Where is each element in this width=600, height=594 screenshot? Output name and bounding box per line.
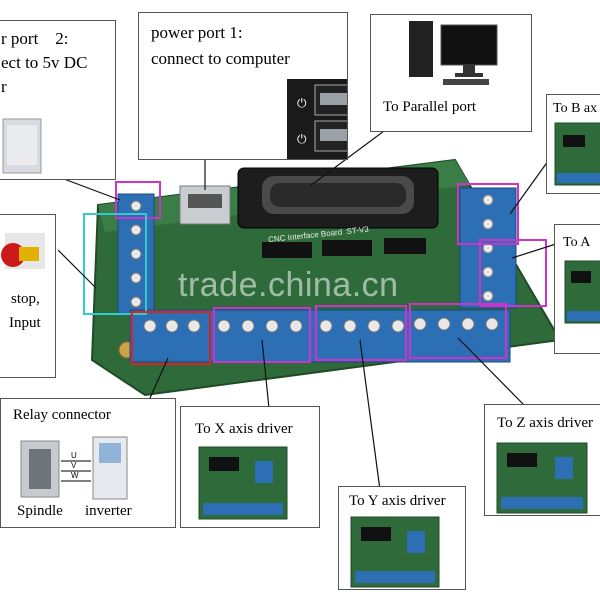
- relay-w: W: [71, 471, 79, 480]
- inverter-label: inverter: [85, 503, 132, 519]
- driver-board-x: [198, 446, 288, 520]
- b-axis-label: To B ax: [553, 101, 598, 116]
- power1-line1: power port 1:: [151, 23, 243, 42]
- highlight-power2: [115, 181, 161, 219]
- power2-line1: r port 2:: [1, 29, 69, 48]
- callout-relay: Relay connector U V W Spindle inverter: [0, 398, 176, 528]
- highlight-estop: [83, 213, 147, 315]
- watermark: trade.china.cn: [178, 266, 399, 304]
- usb-ports-image: ⏻ ⏻: [287, 79, 347, 159]
- terminal-row-front: [129, 309, 511, 363]
- callout-b-axis: To B ax: [546, 94, 600, 194]
- highlight-z: [409, 303, 507, 359]
- highlight-a-axis: [479, 239, 547, 307]
- callout-z-axis: To Z axis driver: [484, 404, 600, 516]
- y-axis-label: To Y axis driver: [349, 493, 446, 509]
- relay-title: Relay connector: [13, 407, 111, 423]
- callout-y-axis: To Y axis driver: [338, 486, 466, 590]
- z-axis-label: To Z axis driver: [497, 415, 594, 431]
- driver-board-z: [496, 442, 588, 514]
- driver-board-b: [554, 122, 600, 186]
- callout-power-port-1: power port 1: connect to computer ⏻ ⏻: [138, 12, 348, 160]
- parallel-port-label: To Parallel port: [383, 99, 477, 115]
- callout-a-axis: To A: [554, 224, 600, 354]
- highlight-y: [315, 305, 407, 361]
- highlight-x: [213, 307, 311, 363]
- svg-text:⏻: ⏻: [297, 132, 307, 146]
- callout-parallel-port: To Parallel port: [370, 14, 532, 132]
- spindle-inverter-image: [20, 436, 128, 500]
- power-supply-image: [2, 118, 42, 174]
- callout-x-axis: To X axis driver: [180, 406, 320, 528]
- estop-line1: stop,: [11, 291, 40, 307]
- x-axis-label: To X axis driver: [195, 421, 293, 437]
- relay-u: U: [71, 451, 77, 460]
- a-axis-label: To A: [563, 235, 591, 250]
- driver-board-y: [350, 516, 440, 588]
- highlight-b-axis: [457, 183, 519, 245]
- power2-line3: r: [1, 77, 7, 96]
- power1-line2: connect to computer: [151, 49, 290, 68]
- relay-v: V: [71, 461, 77, 470]
- svg-text:⏻: ⏻: [297, 96, 307, 110]
- ic-chip: [262, 242, 312, 258]
- callout-estop: stop, Input: [0, 214, 56, 378]
- highlight-relay: [131, 311, 211, 365]
- callout-power-port-2: r port 2: ect to 5v DC r: [0, 20, 116, 180]
- estop-line2: Input: [9, 315, 41, 331]
- estop-image: [1, 233, 45, 269]
- ic-chip: [322, 240, 372, 256]
- driver-board-a: [564, 260, 600, 324]
- ic-chip: [384, 238, 426, 254]
- power2-line2: ect to 5v DC: [1, 53, 88, 72]
- computer-icon: [409, 21, 498, 85]
- spindle-label: Spindle: [17, 503, 63, 519]
